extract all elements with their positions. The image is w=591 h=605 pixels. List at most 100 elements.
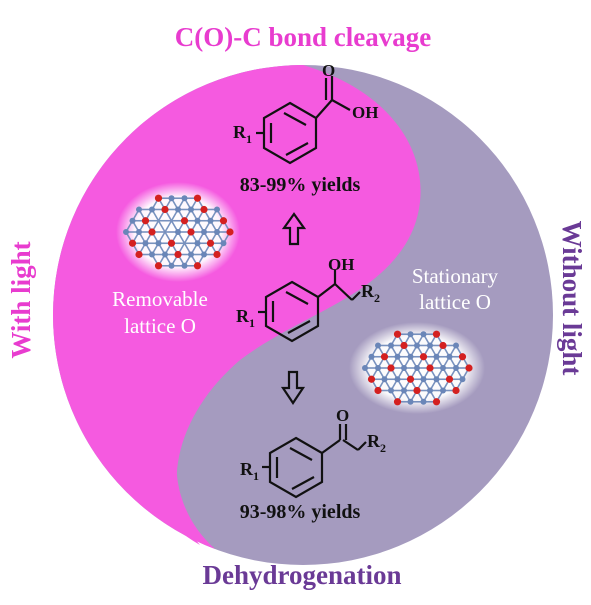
metal-atom — [407, 331, 414, 338]
oxygen-atom — [400, 341, 408, 350]
metal-atom — [420, 331, 427, 338]
oxygen-atom — [174, 250, 182, 259]
oxygen-atom — [458, 353, 467, 361]
oxygen-atom — [367, 375, 376, 383]
oxygen-atom — [180, 217, 189, 225]
oxygen-atom — [439, 341, 447, 350]
metal-atom — [381, 376, 388, 383]
metal-atom — [136, 229, 142, 235]
metal-atom — [155, 240, 162, 247]
right-region-line1: Stationary — [412, 264, 499, 288]
left-label: With light — [6, 241, 36, 358]
oxygen-atom — [206, 239, 215, 247]
top-label: C(O)-C bond cleavage — [175, 22, 431, 52]
metal-atom — [388, 342, 394, 349]
metal-atom — [401, 365, 407, 371]
metal-atom — [162, 251, 168, 258]
metal-atom — [375, 342, 381, 349]
oxygen-atom — [393, 398, 402, 406]
middle-oh: OH — [328, 255, 354, 274]
bottom-yield: 93-98% yields — [240, 501, 361, 523]
metal-atom — [459, 376, 466, 383]
metal-atom — [194, 217, 201, 224]
metal-atom — [220, 240, 227, 247]
oxygen-atom — [219, 217, 228, 225]
alcohol-structure — [258, 270, 361, 343]
metal-atom — [375, 365, 381, 371]
right-label: Without light — [557, 221, 587, 376]
metal-atom — [181, 262, 188, 269]
metal-atom — [207, 217, 214, 224]
metal-atom — [401, 387, 407, 394]
metal-atom — [407, 353, 414, 360]
oxygen-atom — [374, 386, 382, 395]
metal-atom — [420, 376, 427, 383]
metal-atom — [175, 229, 181, 235]
lattice-right-image — [349, 322, 485, 414]
left-region-line2: lattice O — [124, 314, 196, 338]
metal-atom — [362, 365, 368, 371]
metal-atom — [394, 353, 401, 360]
metal-atom — [188, 251, 194, 258]
top-acid-group: OH — [352, 103, 378, 122]
oxygen-atom — [419, 353, 428, 361]
up-arrow-icon — [281, 212, 307, 246]
metal-atom — [414, 342, 420, 349]
metal-atom — [149, 206, 155, 213]
lattice-bond — [164, 220, 173, 233]
metal-atom — [142, 240, 149, 247]
oxygen-atom — [161, 205, 169, 214]
oxygen-atom — [141, 217, 150, 225]
middle-r1: R1 — [236, 306, 255, 330]
oxygen-atom — [213, 250, 221, 259]
metal-atom — [201, 251, 207, 258]
oxygen-atom — [387, 364, 395, 372]
metal-atom — [453, 365, 459, 371]
metal-atom — [440, 387, 446, 394]
bottom-r2: R2 — [367, 431, 386, 455]
oxygen-atom — [465, 364, 473, 372]
metal-atom — [433, 376, 440, 383]
metal-atom — [168, 195, 175, 202]
metal-atom — [129, 217, 136, 224]
benzoic-acid-structure — [256, 76, 351, 165]
oxygen-atom — [193, 262, 202, 270]
oxygen-atom — [187, 228, 195, 236]
metal-atom — [123, 229, 129, 235]
right-region-line2: lattice O — [419, 290, 491, 314]
left-region-line1: Removable — [112, 287, 208, 311]
metal-atom — [368, 353, 375, 360]
oxygen-atom — [432, 330, 441, 338]
metal-atom — [414, 365, 420, 371]
down-arrow-icon — [280, 370, 306, 405]
bottom-carbonyl-o: O — [336, 406, 349, 425]
metal-atom — [168, 262, 175, 269]
oxygen-atom — [128, 239, 137, 247]
oxygen-atom — [445, 375, 454, 383]
ketone-structure — [262, 424, 367, 499]
oxygen-atom — [393, 330, 402, 338]
top-r1: R1 — [233, 122, 252, 146]
metal-atom — [136, 206, 142, 213]
top-carbonyl-o: O — [322, 61, 335, 80]
metal-atom — [214, 206, 220, 213]
metal-atom — [181, 195, 188, 202]
metal-atom — [446, 353, 453, 360]
oxygen-atom — [135, 250, 143, 259]
lattice-left-image — [116, 182, 240, 282]
oxygen-atom — [413, 386, 421, 395]
bottom-label: Dehydrogenation — [202, 560, 401, 590]
disc-magenta-fill — [52, 65, 421, 549]
bottom-r1: R1 — [240, 459, 259, 483]
oxygen-atom — [148, 228, 156, 236]
metal-atom — [188, 206, 194, 213]
metal-atom — [394, 376, 401, 383]
oxygen-atom — [167, 239, 176, 247]
metal-atom — [453, 342, 459, 349]
oxygen-atom — [154, 194, 163, 202]
metal-atom — [149, 251, 155, 258]
metal-atom — [420, 398, 427, 405]
oxygen-atom — [200, 205, 208, 214]
metal-atom — [440, 365, 446, 371]
